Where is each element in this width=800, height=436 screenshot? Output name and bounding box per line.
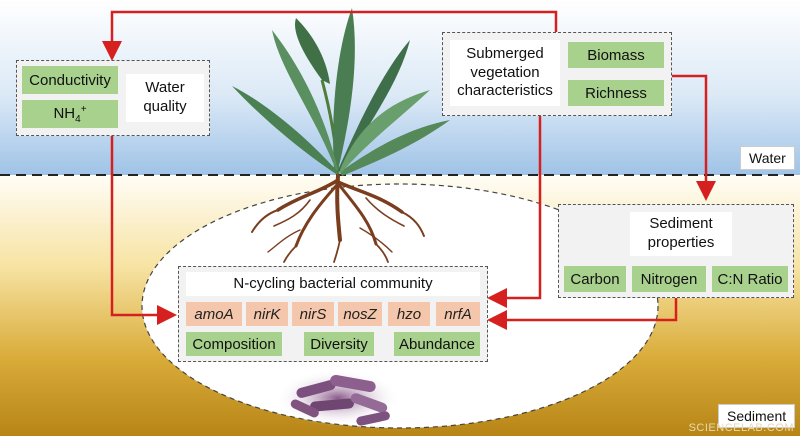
biomass-box: Biomass (568, 42, 664, 68)
nh4-sub: 4 (75, 113, 81, 125)
gene-nosZ: nosZ (338, 302, 382, 326)
gene-nirK-label: nirK (253, 305, 281, 323)
gene-nirS-label: nirS (299, 305, 327, 323)
arrow-sediment-to-community (487, 298, 678, 330)
gene-nosZ-label: nosZ (343, 305, 377, 323)
sediment-properties-title: Sediment properties (630, 212, 732, 256)
conductivity-box: Conductivity (22, 66, 118, 94)
conductivity-label: Conductivity (29, 71, 111, 89)
vegetation-title-line3: characteristics (457, 82, 553, 100)
arrow-water-quality-to-community (110, 136, 177, 325)
sediment-title-line1: Sediment (649, 215, 713, 233)
abundance-label: Abundance (399, 335, 475, 353)
arrows-layer (102, 10, 716, 330)
vegetation-title-line1: Submerged (466, 44, 544, 62)
gene-hzo: hzo (388, 302, 430, 326)
diversity-label: Diversity (310, 335, 368, 353)
bacteria-icon (276, 370, 400, 426)
plant-icon (232, 8, 450, 176)
vegetation-title: Submerged vegetation characteristics (450, 40, 560, 106)
water-quality-title-line2: quality (143, 98, 187, 115)
nh4-base: NH (53, 104, 76, 122)
nh4-label: NH4+ (53, 104, 86, 125)
water-zone-label: Water (740, 146, 795, 170)
community-title: N-cycling bacterial community (186, 272, 480, 296)
gene-nirK: nirK (246, 302, 288, 326)
sediment-title-line2: properties (647, 234, 715, 251)
water-quality-title: Water quality (126, 74, 204, 122)
carbon-label: Carbon (570, 270, 620, 288)
gene-amoA: amoA (186, 302, 242, 326)
composition-box: Composition (186, 332, 282, 356)
cn-ratio-box: C:N Ratio (712, 266, 788, 292)
abundance-box: Abundance (394, 332, 480, 356)
nh4-box: NH4+ (22, 100, 118, 128)
nitrogen-label: Nitrogen (640, 270, 698, 288)
gene-nrfA-label: nrfA (444, 305, 472, 323)
richness-label: Richness (585, 84, 647, 102)
roots-icon (251, 174, 425, 263)
composition-label: Composition (192, 335, 276, 353)
sediment-zone-label: Sediment (718, 404, 796, 428)
gene-hzo-label: hzo (396, 305, 422, 323)
diversity-box: Diversity (304, 332, 374, 356)
arrow-vegetation-to-community (487, 116, 542, 308)
arrow-vegetation-to-water-quality (102, 10, 558, 61)
nitrogen-box: Nitrogen (632, 266, 706, 292)
nh4-sup: + (80, 103, 87, 115)
community-title-text: N-cycling bacterial community (233, 274, 433, 292)
gene-nrfA: nrfA (436, 302, 480, 326)
water-quality-title-line1: Water (145, 79, 185, 97)
biomass-label: Biomass (587, 46, 645, 64)
vegetation-title-line2: vegetation (470, 63, 540, 81)
watermark: SCIENCELAB.COM (688, 422, 794, 434)
richness-box: Richness (568, 80, 664, 106)
cn-ratio-label: C:N Ratio (717, 270, 783, 288)
carbon-box: Carbon (564, 266, 626, 292)
gene-nirS: nirS (292, 302, 334, 326)
gene-amoA-label: amoA (194, 305, 234, 323)
arrow-vegetation-to-sediment (670, 74, 716, 201)
